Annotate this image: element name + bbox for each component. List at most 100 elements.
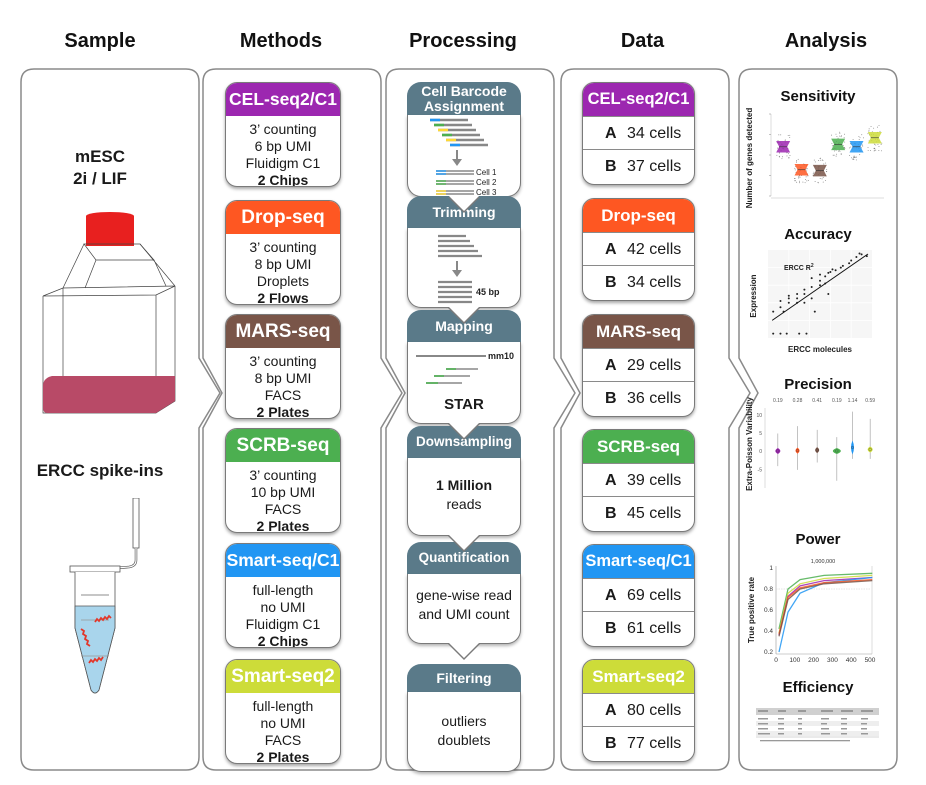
- data-point: [804, 182, 806, 184]
- data-point: [850, 146, 852, 148]
- data-point: [843, 137, 845, 139]
- batch-label: A: [605, 125, 617, 142]
- data-point: [812, 173, 814, 174]
- data-point: [837, 137, 839, 139]
- method-units: 2 Plates: [256, 404, 310, 419]
- median-value-label: 1.14: [848, 398, 858, 404]
- cell-count: 69 cells: [627, 587, 682, 604]
- data-point: [779, 300, 782, 303]
- culture-medium: [43, 376, 175, 413]
- data-point: [819, 279, 821, 282]
- x-axis-label: ERCC molecules: [788, 345, 853, 354]
- box-smart-seq2: [867, 125, 883, 152]
- sensitivity-chart: Number of genes detected: [745, 108, 884, 208]
- box-scrb-seq: [831, 131, 846, 157]
- data-point: [795, 180, 796, 182]
- violin-cel-seq2-c1: 0.19: [773, 398, 783, 467]
- method-units: 2 Plates: [256, 749, 310, 764]
- data-point: [832, 154, 834, 156]
- step-mapping: Mapping mm10 STAR: [407, 310, 521, 440]
- trimming-illustration: 45 bp: [438, 234, 500, 304]
- data-point: [798, 332, 801, 335]
- data-point: [874, 148, 876, 149]
- data-point: [806, 168, 808, 170]
- x-tick-label: 100: [789, 657, 800, 664]
- data-point: [827, 293, 830, 295]
- data-point: [814, 161, 816, 163]
- data-point: [796, 293, 799, 295]
- data-point: [787, 301, 790, 304]
- data-point: [795, 161, 797, 163]
- data-point: [878, 145, 880, 147]
- barcode-reads-illustration: Cell 1 Cell 2 Cell 3: [430, 118, 497, 197]
- method-property: full-length: [252, 698, 314, 714]
- method-property: 10 bp UMI: [250, 484, 316, 500]
- data-point: [842, 145, 844, 147]
- data-point: [788, 157, 789, 159]
- cell-count: 80 cells: [627, 702, 682, 719]
- data-point: [880, 144, 882, 146]
- data-point: [799, 175, 800, 177]
- data-point: [789, 136, 791, 138]
- data-point: [784, 139, 786, 141]
- data-point: [803, 293, 806, 295]
- data-point: [825, 162, 827, 164]
- method-name: Smart-seq/C1: [226, 544, 340, 577]
- data-point: [852, 159, 854, 161]
- data-point: [831, 134, 833, 136]
- median-point: [835, 449, 839, 453]
- data-point: [810, 297, 813, 300]
- data-point: [875, 144, 877, 146]
- data-point: [831, 142, 833, 144]
- data-point: [781, 158, 783, 160]
- method-name: SCRB-seq: [226, 429, 340, 462]
- batch-label: B: [605, 735, 617, 752]
- data-point: [831, 145, 833, 147]
- cell-culture-flask-icon: [42, 212, 176, 414]
- efficiency-table-thumbnail: [756, 708, 879, 742]
- data-point: [839, 131, 841, 133]
- median-value-label: 0.19: [832, 398, 842, 404]
- dataset-method-name: Smart-seq2: [583, 660, 694, 693]
- step-title: Filtering: [407, 664, 521, 692]
- aligner-label: STAR: [444, 396, 484, 413]
- cell-count: 36 cells: [627, 390, 682, 407]
- data-point: [779, 152, 780, 154]
- data-point: [779, 306, 782, 309]
- data-point: [806, 170, 808, 172]
- y-tick-label: -5: [758, 467, 763, 473]
- data-point: [849, 155, 850, 156]
- x-tick-label: 200: [808, 657, 819, 664]
- method-property: 3’ counting: [249, 121, 317, 137]
- data-point: [789, 154, 791, 156]
- y-tick-label: 0.2: [764, 649, 773, 656]
- y-axis-label: True positive rate: [747, 576, 756, 643]
- data-point: [839, 266, 842, 269]
- column-title-analysis: Analysis: [784, 30, 868, 52]
- column-title-data: Data: [620, 30, 665, 52]
- data-point: [875, 149, 877, 151]
- x-tick-label: 400: [846, 657, 857, 664]
- data-point: [835, 155, 837, 157]
- data-point: [822, 181, 824, 183]
- plot-background: [768, 250, 872, 338]
- data-point: [850, 259, 853, 262]
- data-point: [806, 180, 808, 182]
- data-point: [787, 135, 789, 137]
- median-value-label: 0.28: [793, 398, 803, 404]
- data-point: [823, 163, 825, 165]
- y-axis-label: Extra-Poisson Variability: [745, 397, 754, 491]
- data-point: [843, 133, 845, 135]
- data-point: [851, 157, 852, 159]
- data-point: [813, 171, 815, 173]
- data-point: [844, 147, 846, 149]
- data-point: [858, 252, 861, 255]
- data-point: [807, 175, 809, 177]
